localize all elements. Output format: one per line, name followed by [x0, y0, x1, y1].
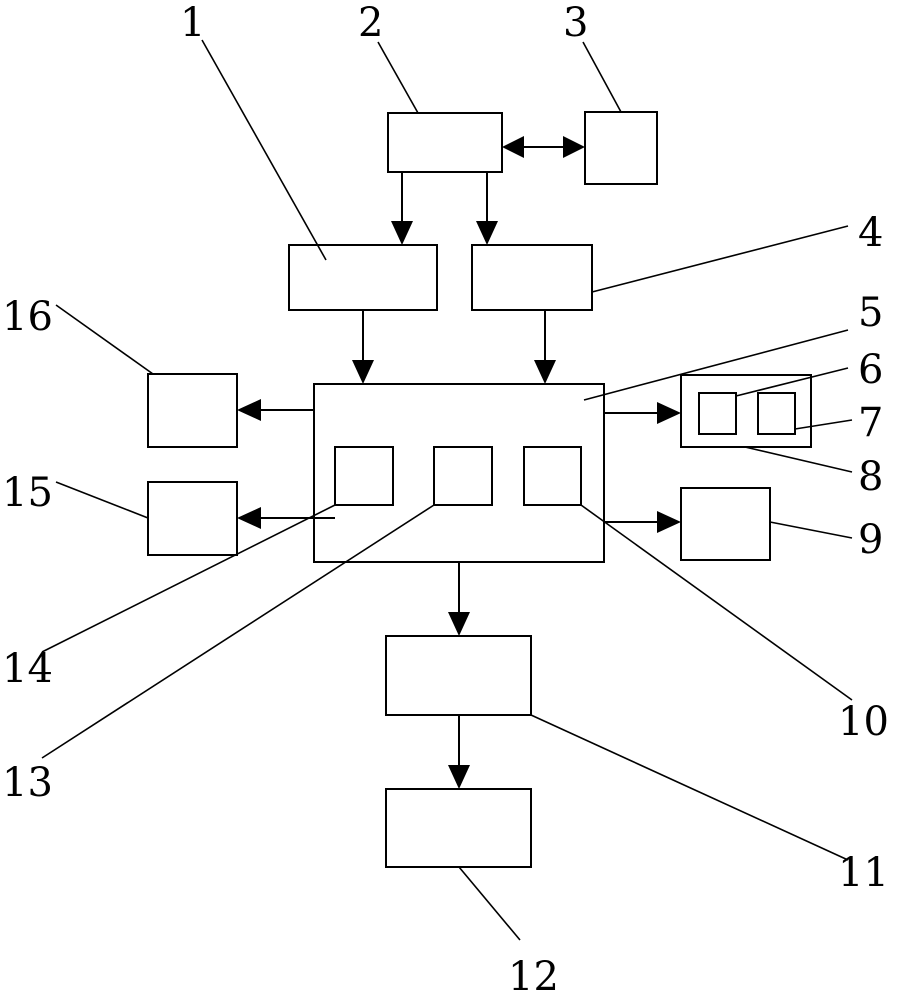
leader-1 [201, 39, 327, 261]
label-6: 6 [858, 347, 883, 393]
label-11: 11 [838, 850, 889, 896]
arrowhead-into-8 [657, 402, 681, 424]
leader-8 [744, 446, 853, 473]
leader-16 [55, 304, 154, 375]
label-8: 8 [858, 454, 883, 500]
arrowhead-1-into-5 [352, 360, 374, 384]
block-13 [433, 446, 493, 506]
block-4 [471, 244, 593, 311]
label-15: 15 [2, 470, 53, 516]
label-7: 7 [858, 400, 883, 446]
arrowhead-4-into-5 [534, 360, 556, 384]
leader-10 [580, 504, 853, 701]
leader-5 [583, 329, 849, 401]
block-10 [523, 446, 582, 506]
arrowhead-into-11 [448, 612, 470, 636]
label-2: 2 [358, 0, 383, 46]
arrowhead-2-3-right [563, 136, 585, 158]
block-2 [387, 112, 503, 173]
arrowhead-into-15 [237, 507, 261, 529]
block-16 [147, 373, 238, 448]
leader-2 [377, 41, 419, 114]
leader-6 [735, 367, 849, 397]
leader-9 [769, 521, 853, 539]
arrowhead-into-4 [476, 221, 498, 245]
block-12 [385, 788, 532, 868]
leader-14 [41, 504, 336, 653]
leader-11 [530, 714, 849, 861]
block-15 [147, 481, 238, 556]
label-4: 4 [858, 210, 883, 256]
label-9: 9 [858, 517, 883, 563]
leader-7 [794, 419, 853, 430]
arrowhead-into-16 [237, 399, 261, 421]
label-3: 3 [563, 0, 588, 46]
leader-4 [591, 225, 849, 293]
block-1 [288, 244, 438, 311]
label-13: 13 [2, 760, 53, 806]
block-9 [680, 487, 771, 561]
arrowhead-2-3-left [502, 136, 524, 158]
leader-12 [458, 866, 521, 941]
label-5: 5 [858, 290, 883, 336]
leader-15 [55, 481, 149, 519]
label-1: 1 [180, 0, 205, 46]
arrowhead-into-12 [448, 765, 470, 789]
block-6 [698, 392, 737, 435]
arrowhead-into-1 [391, 221, 413, 245]
label-14: 14 [2, 646, 53, 692]
block-11 [385, 635, 532, 716]
block-3 [584, 111, 658, 185]
arrowhead-into-9 [657, 511, 681, 533]
label-10: 10 [838, 699, 889, 745]
label-12: 12 [508, 954, 559, 1000]
label-16: 16 [2, 294, 53, 340]
block-14 [334, 446, 394, 506]
leader-13 [41, 504, 435, 759]
block-7 [757, 392, 796, 435]
leader-3 [582, 41, 622, 113]
